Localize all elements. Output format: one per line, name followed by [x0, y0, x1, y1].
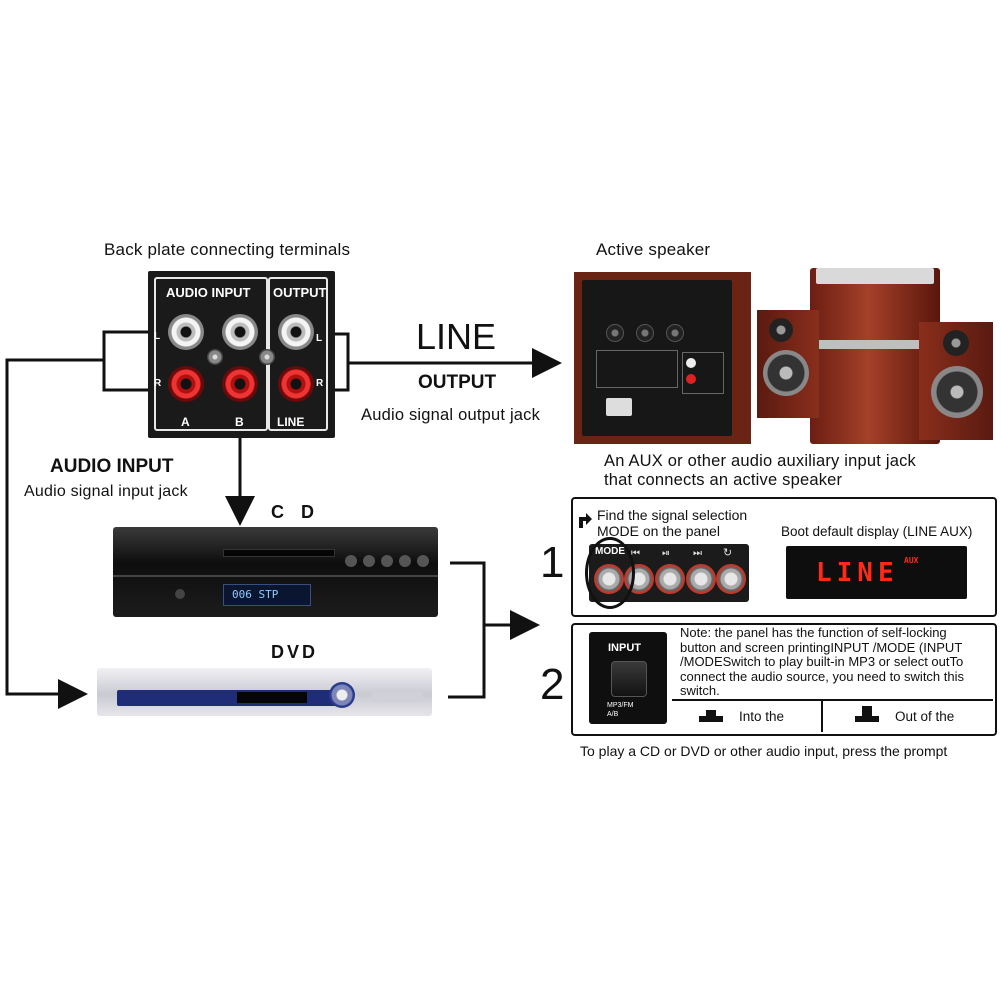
lcd-display: LINE AUX — [786, 546, 967, 599]
dvd-label: DVD — [271, 642, 319, 662]
dvd-dial[interactable] — [329, 682, 355, 708]
cd-player: 006 STP — [113, 527, 438, 617]
device-bracket — [448, 561, 486, 699]
cd-button[interactable] — [399, 555, 411, 567]
cd-button[interactable] — [363, 555, 375, 567]
subwoofer — [810, 268, 940, 444]
audio-input-header: AUDIO INPUT — [166, 285, 251, 300]
label-r-input: R — [154, 378, 162, 389]
speaker-desc-line1: An AUX or other audio auxiliary input ja… — [604, 452, 916, 470]
corner-arrow-icon — [577, 512, 593, 528]
repeat-icon: ↻ — [723, 547, 733, 559]
cd-label: C D — [271, 502, 320, 522]
jack-b-right — [222, 366, 258, 402]
cd-display: 006 STP — [223, 584, 311, 606]
jack-b-left — [222, 314, 258, 350]
disc-tray — [223, 549, 335, 557]
knob-icon — [636, 324, 654, 342]
step2-note: Note: the panel has the function of self… — [680, 625, 965, 698]
input-bracket — [102, 330, 152, 392]
line-label: LINE — [416, 316, 497, 357]
play-pause-button[interactable] — [655, 564, 685, 594]
step1-number: 1 — [540, 538, 565, 587]
out-label: Out of the — [895, 709, 955, 724]
into-label: Into the — [739, 709, 785, 724]
output-label: OUTPUT — [418, 372, 497, 393]
knob-icon — [666, 324, 684, 342]
back-plate-caption: Back plate connecting terminals — [104, 240, 351, 259]
cd-button[interactable] — [345, 555, 357, 567]
repeat-button[interactable] — [716, 564, 746, 594]
knob-icon — [606, 324, 624, 342]
prev-icon: ⏮ — [631, 548, 640, 559]
input-switch-button[interactable] — [611, 661, 647, 697]
mode-highlight-circle — [585, 537, 635, 609]
divider-v — [821, 699, 823, 732]
back-plate: AUDIO INPUT OUTPUT L R L R A B LINE — [148, 271, 335, 438]
switch-in-icon — [699, 708, 723, 722]
label-b: B — [235, 415, 244, 429]
dvd-display — [237, 692, 307, 703]
audio-input-line — [5, 358, 104, 709]
step1-instruction-line1: Find the signal selection — [597, 507, 748, 523]
step1-instruction-line2: MODE on the panel — [597, 523, 720, 539]
label-l-output: L — [316, 333, 323, 344]
play-pause-icon: ⏯ — [662, 548, 670, 559]
audio-input-title: AUDIO INPUT — [50, 456, 174, 477]
next-icon: ⏭ — [693, 548, 702, 559]
dvd-player — [97, 668, 432, 716]
label-a: A — [181, 415, 190, 429]
cd-button[interactable] — [417, 555, 429, 567]
speaker-desc-line2: that connects an active speaker — [604, 471, 843, 489]
screw-right — [259, 349, 275, 365]
speaker-back-panel — [574, 272, 751, 444]
cd-button[interactable] — [381, 555, 393, 567]
lcd-text: LINE — [816, 558, 899, 588]
label-l-input: L — [154, 331, 161, 342]
switch-out-icon — [855, 706, 879, 722]
rca-jack-icon — [686, 358, 696, 368]
label-line: LINE — [277, 415, 305, 429]
display-caption: Boot default display (LINE AUX) — [781, 524, 973, 539]
speaker-io-plate — [682, 352, 724, 394]
next-button[interactable] — [686, 564, 716, 594]
screw-left — [207, 349, 223, 365]
left-satellite-speaker — [757, 310, 819, 418]
speaker-caption: Active speaker — [596, 240, 711, 259]
label-r-output: R — [316, 378, 324, 389]
headphone-jack-icon — [175, 589, 185, 599]
input-switch-panel: INPUT MP3/FM A/B — [589, 632, 667, 724]
output-header: OUTPUT — [273, 285, 327, 300]
jack-line-left — [278, 314, 314, 350]
jack-a-right — [168, 366, 204, 402]
output-frame — [268, 277, 328, 431]
input-sub1: MP3/FM — [607, 702, 634, 709]
right-satellite-speaker — [919, 322, 993, 440]
power-socket-icon — [606, 398, 632, 416]
step2-number: 2 — [540, 660, 565, 709]
input-label: INPUT — [608, 642, 641, 654]
jack-a-left — [168, 314, 204, 350]
rca-jack-icon — [686, 374, 696, 384]
lcd-aux: AUX — [904, 556, 919, 565]
divider-h — [672, 699, 993, 701]
speaker-label-plate — [596, 350, 678, 388]
input-sub2: A/B — [607, 711, 619, 718]
line-output-desc: Audio signal output jack — [361, 406, 541, 424]
footer-text: To play a CD or DVD or other audio input… — [580, 743, 948, 759]
jack-line-right — [278, 366, 314, 402]
audio-input-desc: Audio signal input jack — [24, 483, 188, 500]
